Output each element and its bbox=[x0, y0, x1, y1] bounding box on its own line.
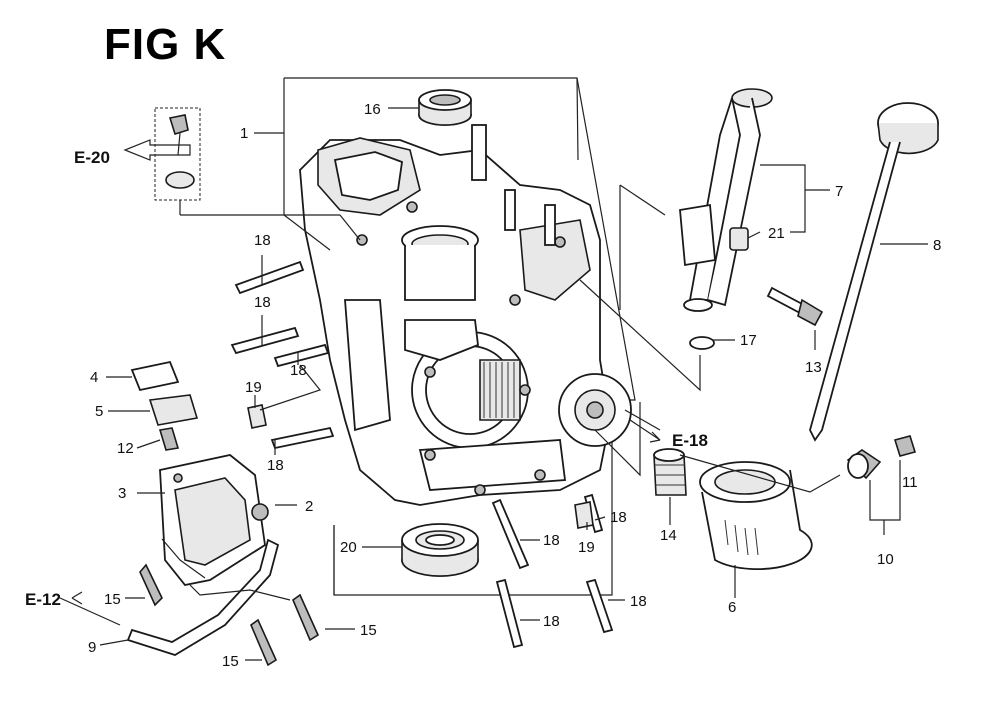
callout-13[interactable]: 13 bbox=[805, 359, 822, 376]
o-ring bbox=[689, 336, 715, 350]
breather-cover bbox=[159, 454, 269, 586]
callout-16[interactable]: 16 bbox=[364, 101, 381, 118]
callout-5[interactable]: 5 bbox=[95, 403, 103, 420]
crankcase bbox=[299, 124, 632, 506]
packing bbox=[148, 394, 199, 426]
bolt-15c bbox=[250, 618, 278, 667]
ref-e18[interactable]: E-18 bbox=[672, 431, 708, 450]
callout-8[interactable]: 8 bbox=[933, 237, 941, 254]
bearing bbox=[401, 523, 479, 577]
dipstick bbox=[809, 102, 939, 442]
e20-box bbox=[154, 107, 201, 201]
callout-18g[interactable]: 18 bbox=[610, 509, 627, 526]
callout-11[interactable]: 11 bbox=[902, 474, 918, 491]
callout-15c[interactable]: 15 bbox=[222, 653, 239, 670]
callout-7[interactable]: 7 bbox=[835, 183, 843, 200]
callout-19b[interactable]: 19 bbox=[578, 539, 595, 556]
callout-9[interactable]: 9 bbox=[88, 639, 96, 656]
breather-hose bbox=[126, 538, 280, 656]
figure-title: FIG K bbox=[104, 20, 227, 69]
callout-15b[interactable]: 15 bbox=[360, 622, 377, 639]
bolt-15b bbox=[292, 593, 320, 642]
callout-19a[interactable]: 19 bbox=[245, 379, 262, 396]
e20-bolt bbox=[168, 114, 189, 135]
callout-14[interactable]: 14 bbox=[660, 527, 677, 544]
e18-arrow bbox=[629, 419, 661, 443]
screw-12 bbox=[158, 427, 180, 451]
bolt-15a bbox=[139, 563, 163, 607]
ref-e12[interactable]: E-12 bbox=[25, 590, 61, 609]
callout-21[interactable]: 21 bbox=[768, 225, 785, 242]
stud-bolts bbox=[230, 260, 614, 649]
bolt-13 bbox=[766, 286, 824, 327]
seal-plate bbox=[130, 360, 180, 392]
callout-18b[interactable]: 18 bbox=[254, 294, 271, 311]
dowel-pin bbox=[247, 404, 267, 429]
callout-4[interactable]: 4 bbox=[90, 369, 98, 386]
callout-6[interactable]: 6 bbox=[728, 599, 736, 616]
oil-filler-pipe bbox=[679, 88, 773, 312]
callout-18a[interactable]: 18 bbox=[254, 232, 271, 249]
callout-18d[interactable]: 18 bbox=[267, 457, 284, 474]
callout-2[interactable]: 2 bbox=[305, 498, 313, 515]
callout-18f[interactable]: 18 bbox=[543, 613, 560, 630]
e12-arrow bbox=[71, 591, 83, 605]
dowel-pin-2 bbox=[574, 501, 594, 529]
callout-1[interactable]: 1 bbox=[240, 125, 248, 142]
callout-15a[interactable]: 15 bbox=[104, 591, 121, 608]
oil-filter bbox=[699, 461, 813, 571]
e20-washer bbox=[165, 171, 195, 189]
drain-bolt bbox=[846, 435, 917, 480]
oil-seal bbox=[418, 89, 472, 126]
callout-12[interactable]: 12 bbox=[117, 440, 134, 457]
callout-3[interactable]: 3 bbox=[118, 485, 126, 502]
callout-18h[interactable]: 18 bbox=[630, 593, 647, 610]
callout-18c[interactable]: 18 bbox=[290, 362, 307, 379]
callout-18e[interactable]: 18 bbox=[543, 532, 560, 549]
callout-10[interactable]: 10 bbox=[877, 551, 894, 568]
leader-lines bbox=[59, 77, 928, 661]
filter-joint bbox=[653, 448, 687, 496]
callout-20[interactable]: 20 bbox=[340, 539, 357, 556]
callout-17[interactable]: 17 bbox=[740, 332, 757, 349]
e20-arrow bbox=[123, 139, 191, 161]
ref-e20[interactable]: E-20 bbox=[74, 148, 110, 167]
